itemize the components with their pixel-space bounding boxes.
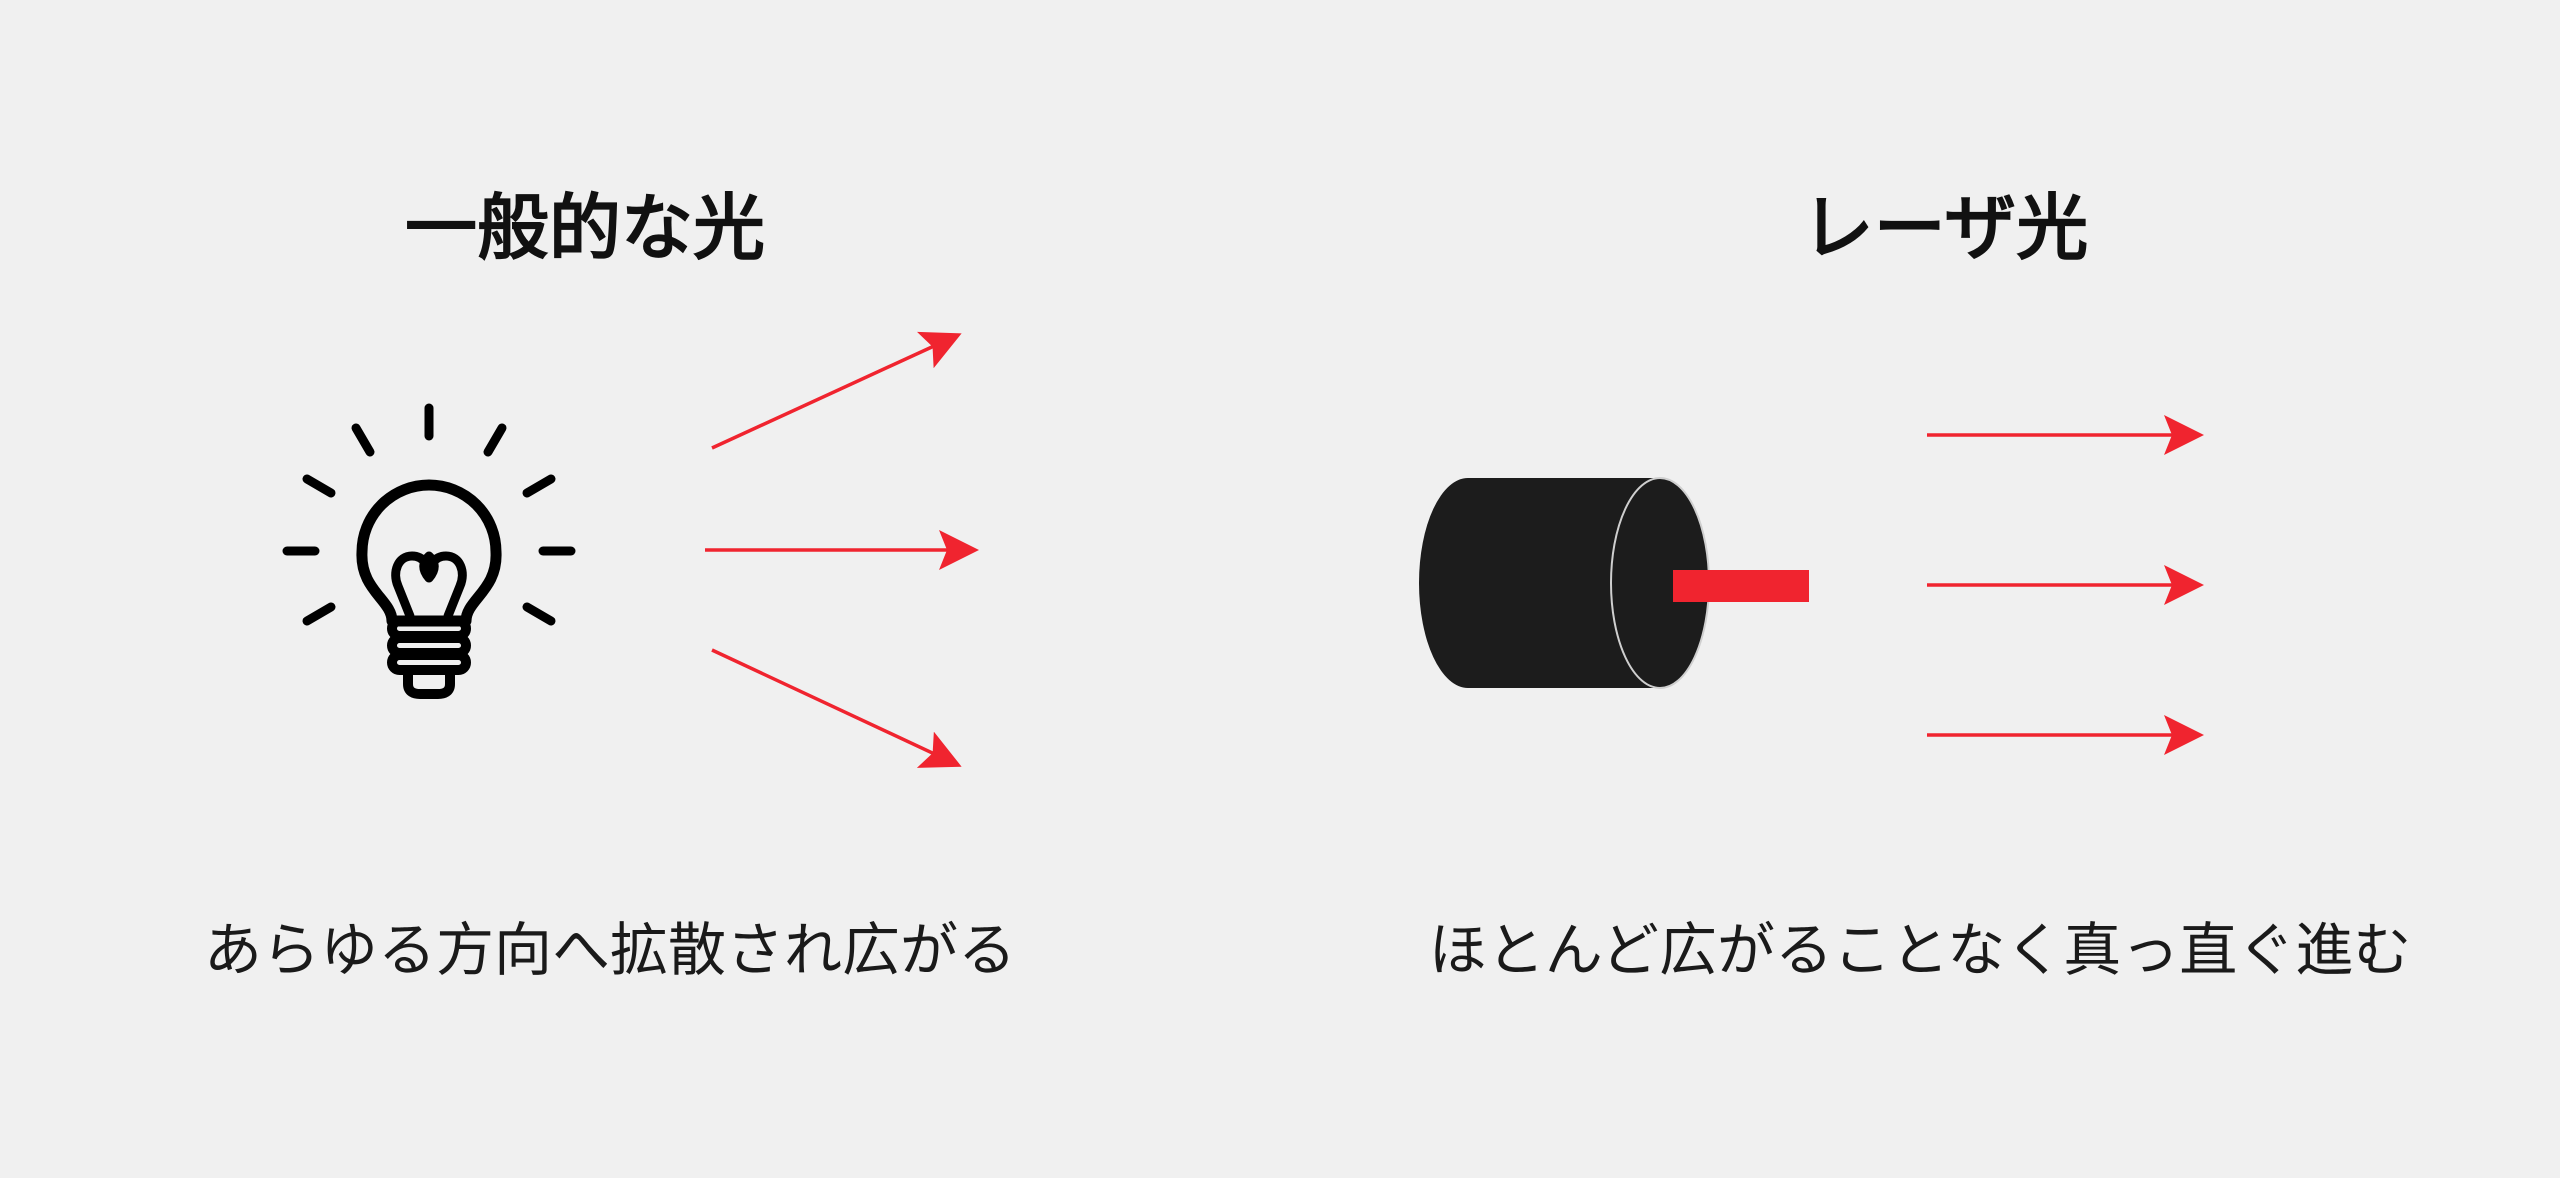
laser-light-caption: ほとんど広がることなく真っ直ぐ進む (1428, 916, 2412, 984)
general-light-caption: あらゆる方向へ拡散され広がる (203, 916, 1016, 984)
laser-light-panel: レーザ光 ほとんど広がることなく真っ直ぐ進む (1280, 0, 2560, 1178)
laser-light-title: レーザ光 (1801, 186, 2089, 270)
general-light-panel: 一般的な光 あらゆる方向へ拡散され広がる (203, 186, 1016, 984)
general-light-title: 一般的な光 (404, 186, 765, 270)
